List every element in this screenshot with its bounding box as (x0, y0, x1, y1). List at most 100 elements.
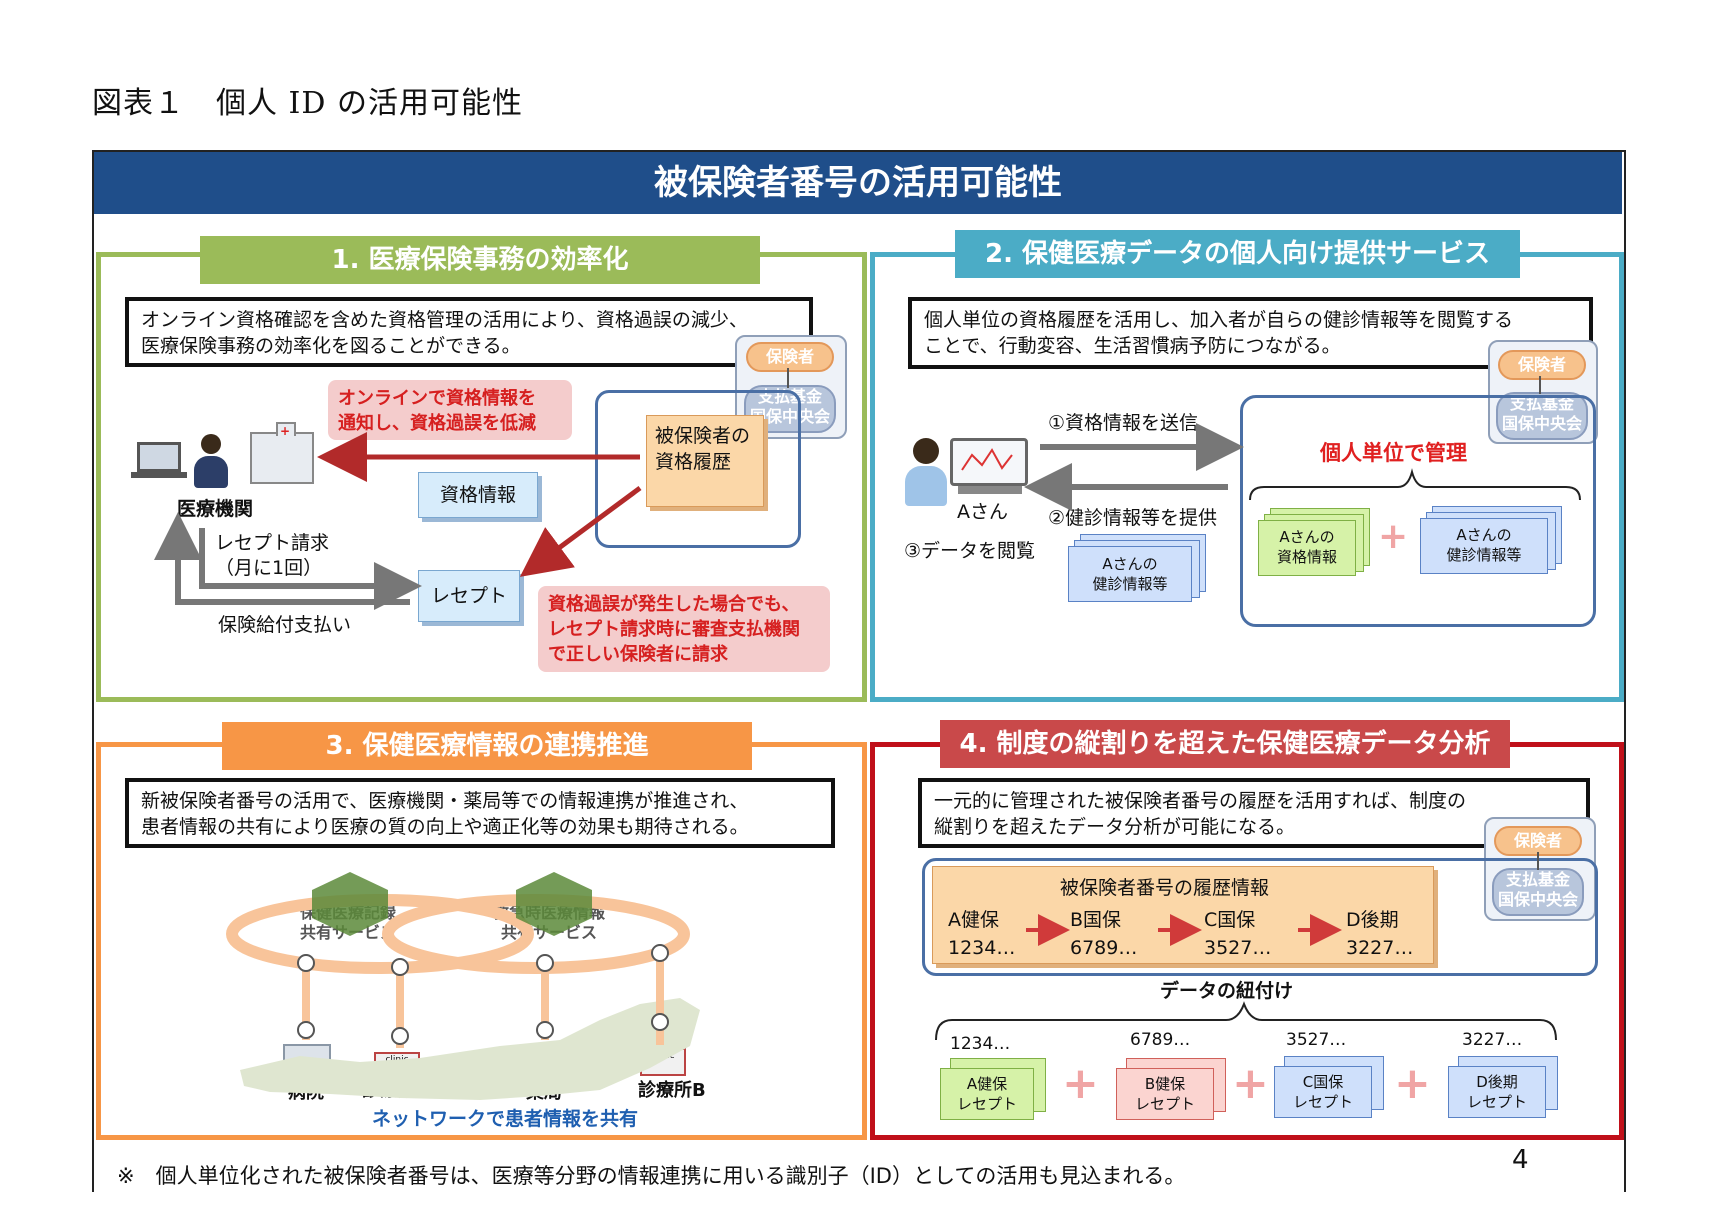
panel1-history-line1: 被保険者の (655, 425, 751, 447)
panel4-description: 一元的に管理された被保険者番号の履歴を活用すれば、制度の 縦割りを超えたデータ分… (918, 778, 1590, 848)
panel1-callout-error-line2: レセプト請求時に審査支払機関 (548, 619, 800, 640)
checkup2-card: Aさんの 健診情報等 (1420, 518, 1548, 574)
panel4-fund-pill: 支払基金 国保中央会 (1492, 868, 1584, 916)
receipt-request-label: レセプト請求 （月に1回） (215, 531, 329, 581)
panel2-desc-line2: ことで、行動変容、生活習慣病予防につながる。 (924, 335, 1341, 357)
page-number: 4 (1512, 1145, 1529, 1175)
history-frame (922, 858, 1598, 976)
panel2-desc-line1: 個人単位の資格履歴を活用し、加入者が自らの健診情報等を閲覧する (924, 309, 1514, 331)
receipt-card-3: C国保 レセプト (1274, 1066, 1372, 1118)
receipt-num-2: 6789… (1130, 1030, 1191, 1050)
panel1-federation: 国保中央会 (749, 407, 830, 426)
panel2-description: 個人単位の資格履歴を活用し、加入者が自らの健診情報等を閲覧する ことで、行動変容… (908, 297, 1593, 369)
qual-card-line1: Aさんの (1279, 528, 1335, 546)
panel4-desc-line2: 縦割りを超えたデータ分析が可能になる。 (934, 816, 1296, 838)
monitor-icon (950, 438, 1028, 486)
panel1-description: オンライン資格確認を含めた資格管理の活用により、資格過誤の減少、 医療保険事務の… (125, 297, 813, 367)
receipt-card-1: A健保 レセプト (940, 1068, 1034, 1120)
history-num-4: 3227… (1346, 937, 1414, 959)
arrow-to-receipt (519, 485, 642, 577)
panel3-description: 新被保険者番号の活用で、医療機関・薬局等での情報連携が推進され、 患者情報の共有… (125, 778, 835, 848)
history-item-3: C国保 3527… (1204, 906, 1271, 962)
receipt-card-1-line2: レセプト (956, 1095, 1017, 1113)
panel2-federation: 国保中央会 (1501, 414, 1582, 433)
receipt-num-1: 1234… (950, 1034, 1011, 1054)
receipt-card-3-line1: C国保 (1302, 1073, 1344, 1091)
receipt-card-2-line2: レセプト (1134, 1095, 1195, 1113)
service-hexagon-2 (516, 872, 592, 936)
individual-management-label: 個人単位で管理 (1320, 441, 1467, 465)
node-icon-4 (651, 944, 669, 962)
history-plan-2: B国保 (1070, 909, 1122, 931)
receipt-request-line1: レセプト請求 (215, 532, 330, 554)
chart-glyph-icon (961, 448, 1013, 471)
checkup-card-line2: 健診情報等 (1092, 575, 1168, 593)
panel2-insurer-pill: 保険者 (1498, 350, 1586, 380)
step3-label: ③データを閲覧 (904, 540, 1036, 562)
history-num-1: 1234… (948, 937, 1016, 959)
panel2-fund: 支払基金 (1509, 394, 1574, 413)
receipt-card-1-line1: A健保 (966, 1075, 1008, 1093)
receipt-card-3-line2: レセプト (1292, 1093, 1353, 1111)
history-num-2: 6789… (1070, 937, 1138, 959)
data-linkage-label: データの紐付け (1160, 980, 1294, 1002)
individual-management-frame (1240, 395, 1596, 627)
person-a-label: Aさん (957, 501, 1008, 523)
laptop-base-icon (131, 472, 187, 478)
panel1-callout-online-line1: オンラインで資格情報を (338, 388, 536, 409)
receipt-card-2-line1: B健保 (1144, 1075, 1186, 1093)
history-item-1: A健保 1234… (948, 906, 1015, 962)
checkup2-card-line1: Aさんの (1456, 526, 1512, 544)
panel4-plus-icon-1: + (1062, 1058, 1099, 1109)
panel1-receipt: レセプト (418, 570, 520, 622)
laptop-icon (137, 442, 181, 472)
panel2-fund-pill: 支払基金 国保中央会 (1496, 392, 1588, 440)
doctor-icon (194, 434, 228, 490)
network-label: ネットワークで患者情報を共有 (372, 1108, 639, 1130)
qual-card: Aさんの 資格情報 (1258, 520, 1356, 576)
panel1-qualification-info: 資格情報 (418, 472, 538, 518)
panel1-history-note: 被保険者の 資格履歴 (646, 415, 764, 507)
footnote: ※ 個人単位化された被保険者番号は、医療等分野の情報連携に用いる識別子（ID）と… (117, 1164, 1186, 1188)
panel4-title: 4. 制度の縦割りを超えた保健医療データ分析 (940, 720, 1510, 768)
panel2-title: 2. 保健医療データの個人向け提供サービス (955, 230, 1520, 278)
history-title: 被保険者番号の履歴情報 (1060, 877, 1270, 899)
node-icon-7 (536, 1021, 554, 1039)
history-item-2: B国保 6789… (1070, 906, 1137, 962)
node-icon-2 (391, 958, 409, 976)
monitor-stand-icon (958, 486, 1022, 494)
node-icon-1 (297, 954, 315, 972)
qual-card-line2: 資格情報 (1276, 548, 1337, 566)
panel1-title: 1. 医療保険事務の効率化 (200, 236, 760, 284)
history-plan-1: A健保 (948, 909, 999, 931)
panel3-title: 3. 保健医療情報の連携推進 (222, 722, 752, 770)
clinic-b-label: 診療所B (638, 1080, 706, 1101)
checkup-card-line1: Aさんの (1102, 555, 1158, 573)
history-item-4: D後期 3227… (1346, 906, 1413, 962)
node-icon-8 (651, 1013, 669, 1031)
panel1-callout-error-line3: で正しい保険者に請求 (548, 644, 728, 665)
panel1-desc-line1: オンライン資格確認を含めた資格管理の活用により、資格過誤の減少、 (141, 309, 748, 331)
hospital-icon: + (250, 422, 314, 484)
node-icon-3 (536, 954, 554, 972)
checkup-card: Aさんの 健診情報等 (1068, 546, 1192, 602)
figure-caption: 図表１ 個人 ID の活用可能性 (92, 86, 523, 121)
receipt-num-4: 3227… (1462, 1030, 1523, 1050)
japan-map (240, 998, 700, 1100)
history-plan-4: D後期 (1346, 909, 1399, 931)
receipt-num-3: 3527… (1286, 1030, 1347, 1050)
panel1-history-line2: 資格履歴 (655, 451, 732, 473)
service-hexagon-1 (312, 872, 388, 936)
panel4-plus-icon-2: + (1232, 1058, 1269, 1109)
panel1-desc-line2: 医療保険事務の効率化を図ることができる。 (141, 335, 521, 357)
panel4-plus-icon-3: + (1394, 1058, 1431, 1109)
panel4-fund: 支払基金 (1505, 870, 1570, 889)
history-plan-3: C国保 (1204, 909, 1256, 931)
panel4-desc-line1: 一元的に管理された被保険者番号の履歴を活用すれば、制度の (934, 790, 1467, 812)
panel1-insurer-pill: 保険者 (746, 342, 834, 372)
panel1-callout-error: 資格過誤が発生した場合でも、 レセプト請求時に審査支払機関 で正しい保険者に請求 (538, 586, 830, 672)
step1-label: ①資格情報を送信 (1048, 412, 1199, 434)
receipt-card-2: B健保 レセプト (1116, 1068, 1214, 1120)
receipt-card-4: D後期 レセプト (1448, 1066, 1546, 1118)
receipt-card-4-line1: D後期 (1476, 1073, 1518, 1091)
